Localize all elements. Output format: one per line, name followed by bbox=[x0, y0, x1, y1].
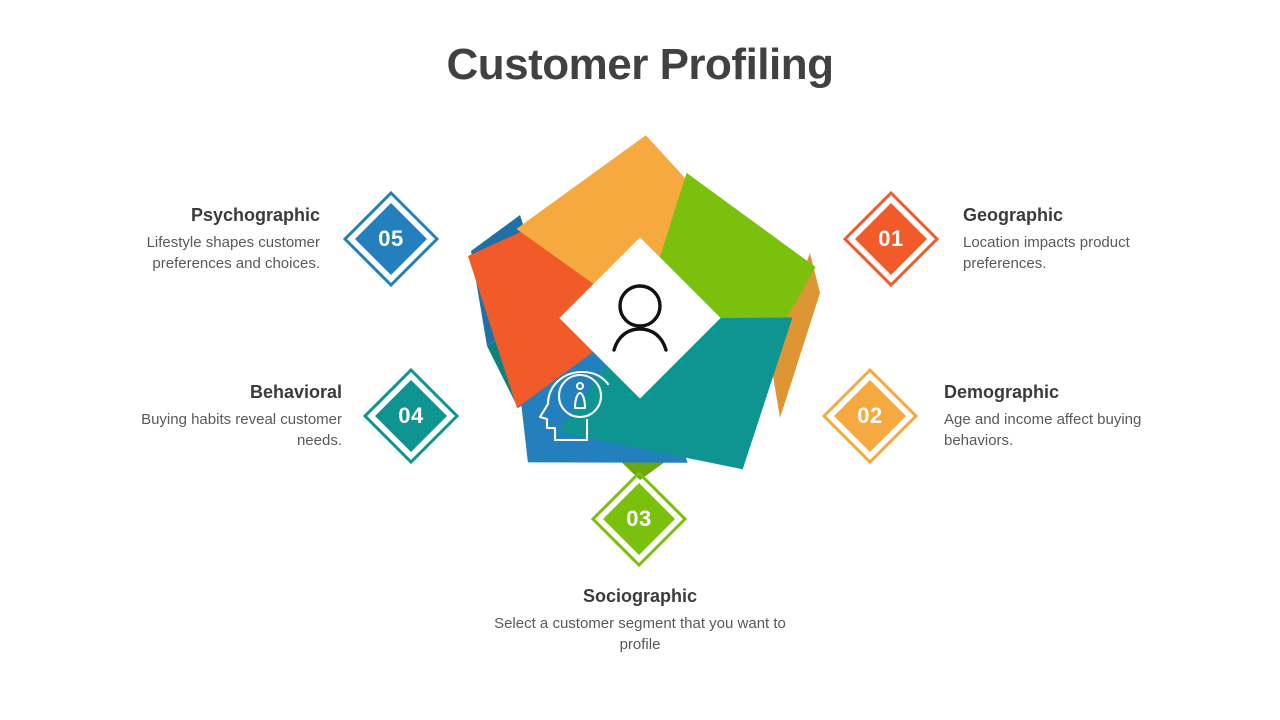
label-title-demographic: Demographic bbox=[944, 382, 1060, 402]
badge-number-03: 03 bbox=[626, 506, 652, 531]
badge-fill-03[interactable] bbox=[603, 483, 675, 555]
badge-fill-02[interactable] bbox=[834, 380, 906, 452]
head-info-icon bbox=[538, 370, 610, 442]
petal-shadow-02 bbox=[770, 253, 820, 418]
label-title-psychographic: Psychographic bbox=[190, 205, 320, 225]
page-title: Customer Profiling bbox=[446, 40, 834, 89]
label-title-behavioral: Behavioral bbox=[249, 382, 342, 402]
label-desc-psychographic: Lifestyle shapes customer preferences an… bbox=[146, 233, 320, 272]
label-desc-sociographic: Select a customer segment that you want … bbox=[494, 614, 786, 653]
badge-number-01: 01 bbox=[878, 226, 904, 251]
label-title-geographic: Geographic bbox=[963, 205, 1064, 225]
label-geographic: Geographic Location impacts product pref… bbox=[963, 205, 1213, 274]
badge-fill-01[interactable] bbox=[855, 203, 927, 275]
badge-03[interactable]: 03 bbox=[591, 471, 687, 567]
badge-outline-02 bbox=[822, 368, 918, 464]
badge-04[interactable]: 04 bbox=[363, 368, 459, 464]
label-title-sociographic: Sociographic bbox=[582, 586, 698, 606]
label-desc-geographic: Location impacts product preferences. bbox=[963, 233, 1130, 272]
label-psychographic: Psychographic Lifestyle shapes customer … bbox=[80, 205, 320, 274]
badge-fill-04[interactable] bbox=[375, 380, 447, 452]
label-demographic: Demographic Age and income affect buying… bbox=[944, 382, 1194, 451]
badge-02[interactable]: 02 bbox=[822, 368, 918, 464]
badge-fill-05[interactable] bbox=[355, 203, 427, 275]
label-desc-demographic: Age and income affect buying behaviors. bbox=[944, 410, 1142, 449]
label-sociographic: Sociographic Select a customer segment t… bbox=[490, 586, 790, 655]
badge-number-04: 04 bbox=[398, 403, 424, 428]
pentagon-diagram bbox=[440, 118, 840, 518]
badge-outline-03 bbox=[591, 471, 687, 567]
badge-outline-01 bbox=[843, 191, 939, 287]
badge-outline-04 bbox=[363, 368, 459, 464]
user-person-icon bbox=[612, 284, 668, 352]
label-behavioral: Behavioral Buying habits reveal customer… bbox=[110, 382, 342, 451]
badge-01[interactable]: 01 bbox=[843, 191, 939, 287]
badge-number-02: 02 bbox=[857, 403, 883, 428]
badge-outline-05 bbox=[343, 191, 439, 287]
badge-05[interactable]: 05 bbox=[343, 191, 439, 287]
badge-number-05: 05 bbox=[378, 226, 404, 251]
label-desc-behavioral: Buying habits reveal customer needs. bbox=[141, 410, 342, 449]
